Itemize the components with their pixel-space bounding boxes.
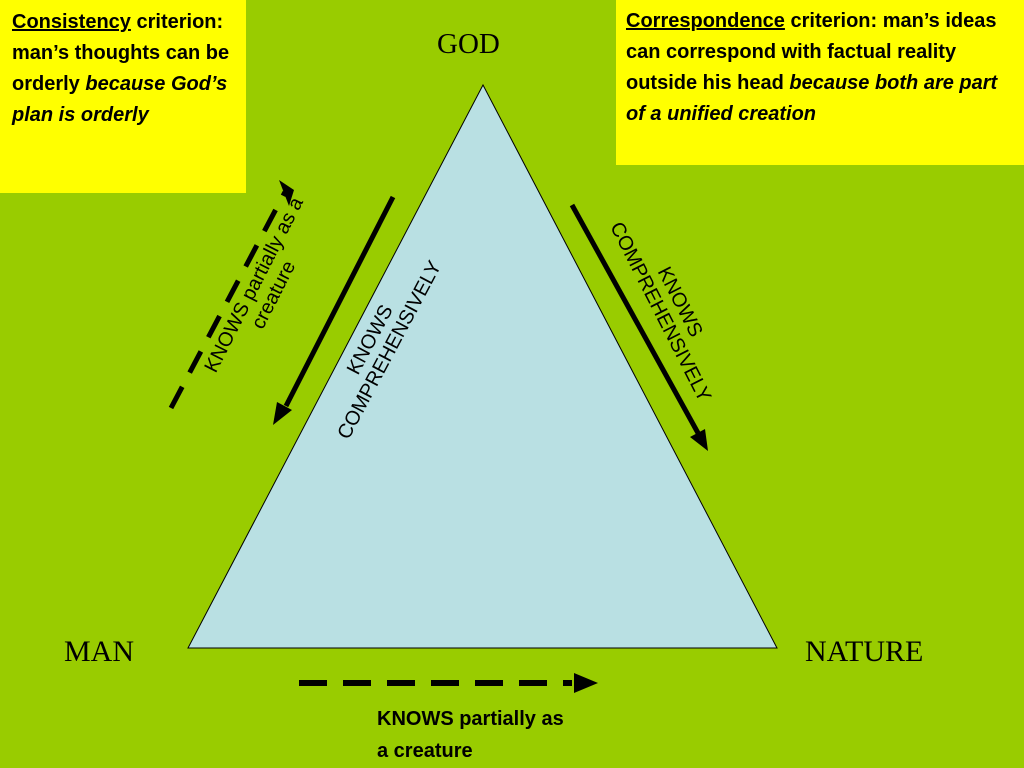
consistency-criterion-box: Consistency criterion: man’s thoughts ca… — [0, 0, 246, 193]
node-nature: NATURE — [805, 635, 924, 668]
correspondence-reason: because both are part of a unified creat… — [626, 72, 998, 125]
consistency-text: criterion: man’s thoughts can be orderly — [12, 11, 230, 95]
arrow-god-to-man — [283, 195, 396, 408]
node-god: GOD — [437, 28, 500, 60]
arrow-man-to-god-dashed — [168, 190, 288, 410]
arrow-god-to-nature — [569, 203, 701, 435]
knowledge-triangle — [187, 83, 778, 649]
consistency-reason: because God’s plan is orderly — [12, 73, 228, 126]
correspondence-criterion-box: Correspondence criterion: man’s ideas ca… — [616, 0, 1024, 165]
arrow-man-to-nature-head — [574, 673, 598, 693]
correspondence-text: criterion: man’s ideas can correspond wi… — [626, 10, 997, 94]
label-knows-partially-bottom-line1: KNOWS partially as — [377, 708, 564, 730]
arrow-god-to-man-head — [273, 402, 292, 425]
label-knows-partially-bottom-line2: a creature — [377, 740, 473, 762]
consistency-term: Consistency — [12, 11, 131, 33]
arrow-man-to-god-head — [279, 180, 294, 206]
correspondence-term: Correspondence — [626, 10, 785, 32]
arrow-god-to-nature-head — [690, 429, 708, 451]
label-knows-partially-bottom: KNOWS partially as a creature — [377, 703, 637, 767]
node-man: MAN — [64, 635, 135, 668]
